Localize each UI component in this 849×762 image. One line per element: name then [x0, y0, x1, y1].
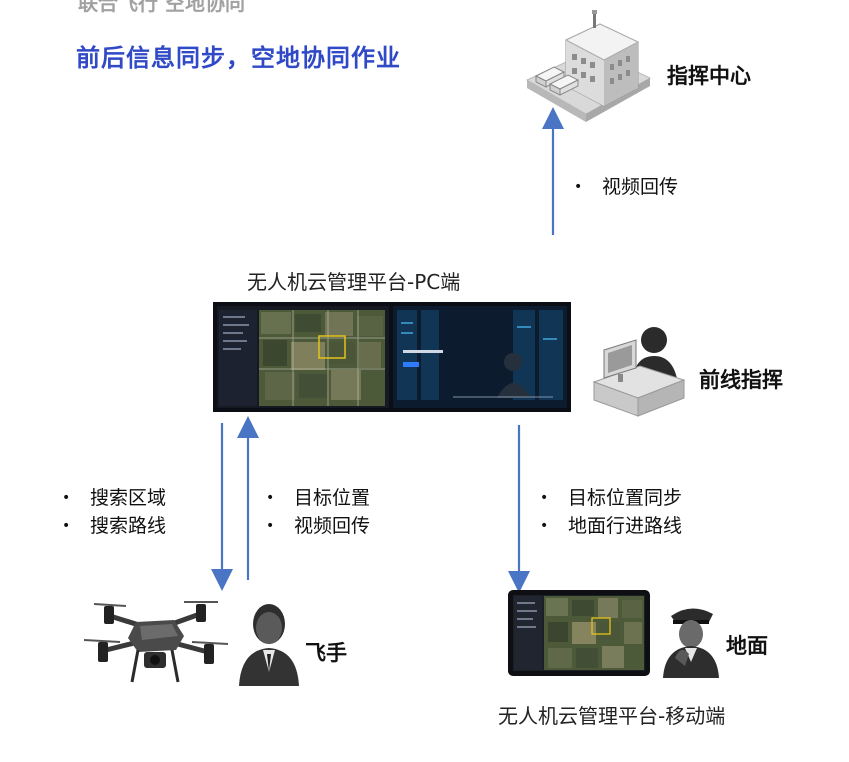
command-center-label: 指挥中心	[667, 64, 751, 88]
flow-list-to-pilot: 搜索区域 搜索路线	[62, 484, 166, 540]
flow-item: 目标位置同步	[540, 484, 682, 512]
ground-label: 地面	[726, 634, 768, 658]
top-cut-text: 联合飞行 空地协同	[78, 0, 245, 14]
flow-item: 目标位置	[266, 484, 370, 512]
flow-item: 视频回传	[574, 173, 678, 201]
mobile-platform-label: 无人机云管理平台-移动端	[498, 704, 726, 728]
police-officer-icon	[663, 608, 719, 678]
desk-operator-icon	[592, 327, 686, 417]
flow-list-to-ground: 目标位置同步 地面行进路线	[540, 484, 682, 540]
flow-list-from-pilot: 目标位置 视频回传	[266, 484, 370, 540]
tablet-screen	[508, 590, 650, 676]
page-title: 前后信息同步，空地协同作业	[76, 44, 401, 72]
pc-platform-label: 无人机云管理平台-PC端	[247, 270, 461, 294]
flow-item: 视频回传	[266, 512, 370, 540]
flow-item: 地面行进路线	[540, 512, 682, 540]
front-command-label: 前线指挥	[699, 368, 783, 392]
flow-item: 搜索区域	[62, 484, 166, 512]
flow-item: 搜索路线	[62, 512, 166, 540]
building-icon	[525, 10, 652, 122]
pilot-label: 飞手	[305, 641, 347, 665]
pc-monitor-screen	[213, 302, 571, 412]
pilot-person-icon	[239, 604, 299, 686]
drone-icon	[83, 601, 229, 683]
flow-list-to-command-center: 视频回传	[574, 173, 678, 201]
